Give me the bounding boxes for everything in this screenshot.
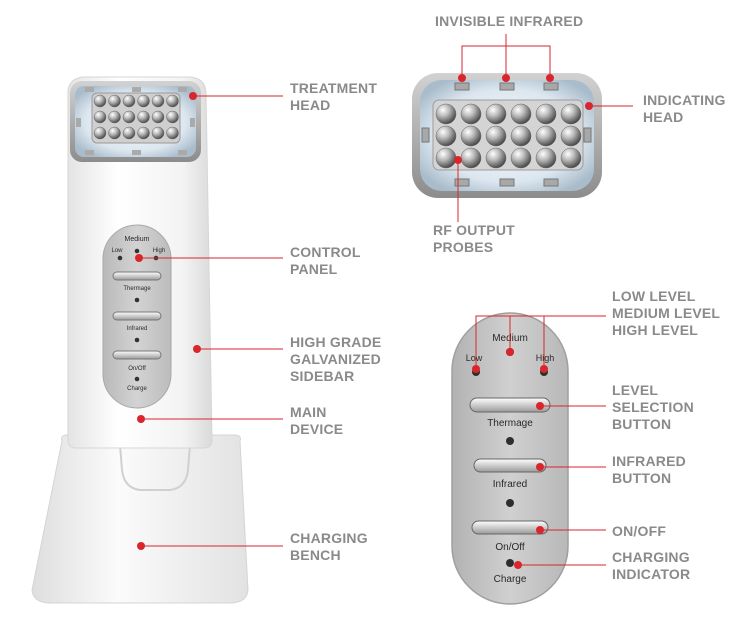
probe-ball <box>108 94 121 108</box>
charge-text: Charge <box>494 574 527 585</box>
probe-ball <box>166 126 179 140</box>
probe-ball <box>166 110 179 124</box>
small-thermage-label: Thermage <box>123 286 151 292</box>
control-panel-small: Medium Low High Thermage Infrared On/Off… <box>102 224 172 409</box>
probe-ball <box>510 103 532 125</box>
probe-ball <box>122 126 136 140</box>
small-level-high: High <box>153 248 165 254</box>
onoff-text: On/Off <box>495 542 524 553</box>
infrared-text: Infrared <box>493 479 527 490</box>
probe-ball <box>151 126 165 140</box>
probe-ball <box>535 125 557 147</box>
probe-ball <box>535 147 557 169</box>
small-charge-label: Charge <box>127 386 147 392</box>
probe-ball <box>93 110 107 124</box>
small-onoff-label: On/Off <box>128 366 146 372</box>
probe-ball <box>460 103 482 125</box>
probe-ball <box>560 103 582 125</box>
level-low-text: Low <box>466 353 483 363</box>
control-panel-closeup: Medium Low High Thermage Infrared On/Off… <box>451 312 569 605</box>
probe-ball <box>435 147 457 169</box>
callout-dots <box>135 74 593 569</box>
probe-ball <box>122 94 136 108</box>
probe-ball <box>510 125 532 147</box>
probe-ball <box>535 103 557 125</box>
probe-ball <box>93 126 107 140</box>
callouts <box>139 34 633 566</box>
small-level-medium: Medium <box>125 236 150 243</box>
probe-ball <box>560 147 582 169</box>
probe-ball <box>151 110 165 124</box>
probe-ball <box>460 147 482 169</box>
treatment-head <box>70 81 201 162</box>
probe-ball <box>151 94 165 108</box>
probe-ball <box>485 103 507 125</box>
label-invisible-infrared: INVISIBLE INFRARED <box>435 13 584 29</box>
probe-ball <box>510 147 532 169</box>
small-level-low: Low <box>111 248 123 254</box>
probe-ball <box>137 94 150 108</box>
probe-ball <box>93 94 107 108</box>
probe-ball <box>435 103 457 125</box>
thermage-text: Thermage <box>487 418 533 429</box>
probe-ball <box>485 125 507 147</box>
charging-bench-shape <box>31 434 249 604</box>
probe-ball <box>122 110 136 124</box>
probe-ball <box>137 126 150 140</box>
probe-ball <box>166 94 179 108</box>
level-high-text: High <box>536 353 555 363</box>
probe-ball <box>137 110 150 124</box>
device-illustration: Medium Low High Thermage Infrared On/Off… <box>31 76 249 604</box>
probe-ball <box>108 110 121 124</box>
probe-ball <box>560 125 582 147</box>
small-infrared-label: Infrared <box>127 326 148 332</box>
probe-ball <box>108 126 121 140</box>
label-on-off: ON/OFF <box>612 523 667 539</box>
probe-ball <box>435 125 457 147</box>
probe-ball <box>460 125 482 147</box>
probe-ball <box>485 147 507 169</box>
head-closeup <box>412 73 602 198</box>
